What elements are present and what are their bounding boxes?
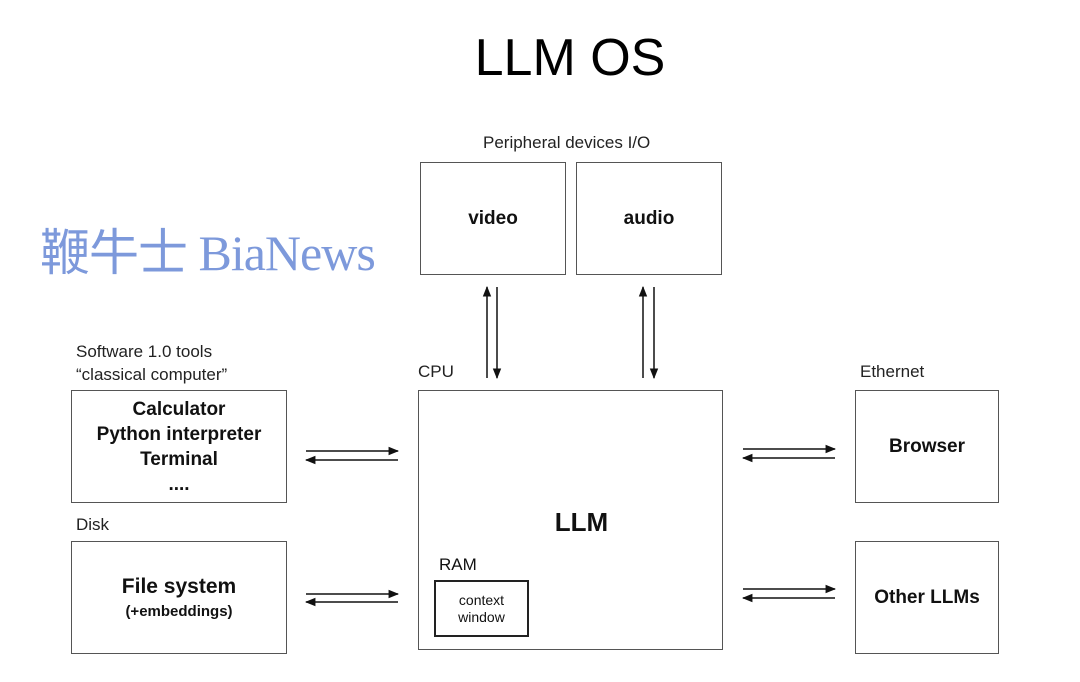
- cpu-label: CPU: [418, 362, 454, 381]
- other-llms-box: Other LLMs: [855, 541, 999, 654]
- other-llms-label: Other LLMs: [874, 586, 980, 608]
- tool-ellipsis: ....: [168, 473, 190, 495]
- file-system-label: File system: [121, 575, 237, 598]
- tool-terminal: Terminal: [140, 448, 218, 470]
- browser-label: Browser: [888, 435, 966, 457]
- llm-label: LLM: [554, 507, 609, 537]
- ram-label: RAM: [439, 555, 477, 574]
- audio-label: audio: [623, 207, 675, 229]
- software-label-line1: Software 1.0 tools: [76, 342, 213, 361]
- video-label: video: [468, 207, 518, 229]
- tool-calculator: Calculator: [132, 398, 226, 420]
- watermark: 鞭牛士 BiaNews: [40, 225, 376, 281]
- context-window-box: context window: [434, 580, 529, 637]
- video-box: video: [420, 162, 566, 275]
- ethernet-label: Ethernet: [860, 362, 925, 381]
- context-label: context: [458, 591, 505, 608]
- browser-box: Browser: [855, 390, 999, 503]
- file-system-box: File system (+embeddings): [71, 541, 287, 654]
- tool-python-interpreter: Python interpreter: [96, 423, 262, 445]
- disk-label: Disk: [76, 515, 110, 534]
- software-tools-box: Calculator Python interpreter Terminal .…: [71, 390, 287, 503]
- window-label: window: [458, 608, 505, 625]
- diagram-title: LLM OS: [474, 29, 666, 87]
- audio-box: audio: [576, 162, 722, 275]
- software-label-line2: “classical computer”: [76, 365, 228, 384]
- embeddings-label: (+embeddings): [125, 603, 233, 620]
- peripheral-label: Peripheral devices I/O: [483, 133, 651, 152]
